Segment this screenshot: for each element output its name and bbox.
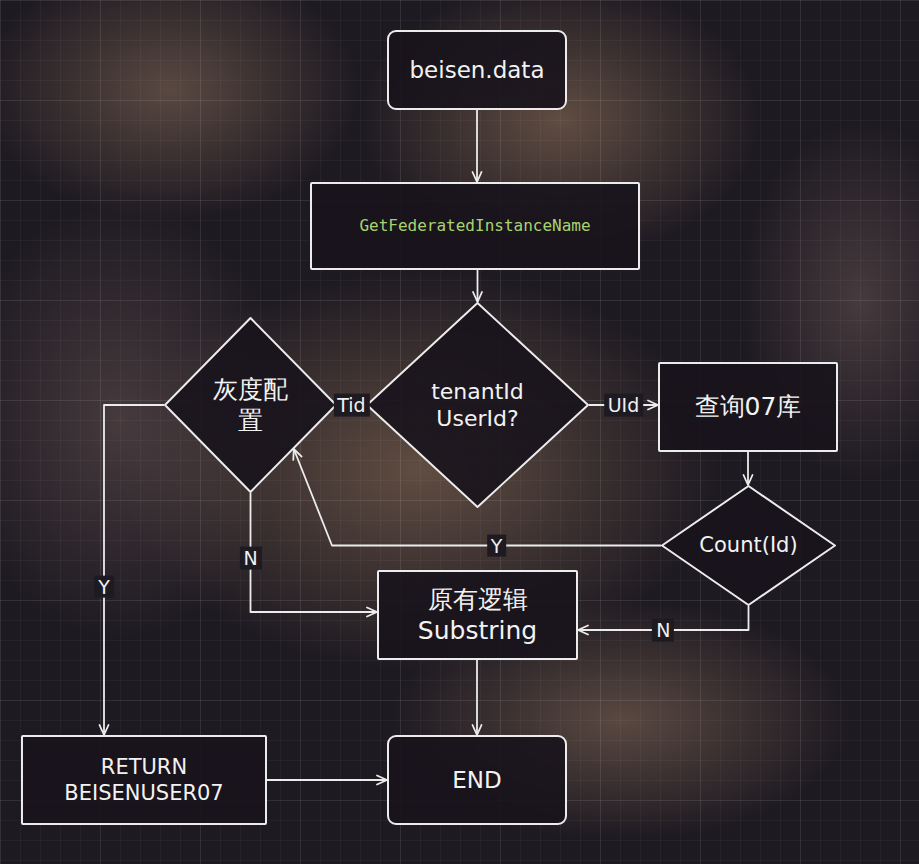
start-box: beisen.data	[387, 30, 567, 110]
diamond-outline	[662, 486, 835, 605]
decision-diamond: tenantId UserId?	[366, 302, 589, 508]
node-text: END	[452, 766, 501, 795]
diamond-outline	[164, 317, 337, 493]
edge-label: N	[652, 619, 674, 642]
edge-label: Y	[94, 575, 114, 598]
process-box: 查询07库	[658, 362, 838, 452]
node-text: 原有逻辑 Substring	[395, 584, 560, 647]
node-text: RETURN BEISENUSER07	[39, 754, 249, 807]
return-box: RETURN BEISENUSER07	[21, 735, 267, 825]
edge-label: Tid	[333, 394, 369, 417]
connector-arrow	[476, 660, 478, 735]
node-text: tenantId UserId?	[413, 378, 543, 433]
edge-label: UId	[604, 394, 644, 417]
diamond-outline	[165, 318, 336, 492]
connector-arrow	[104, 405, 164, 735]
node-text: beisen.data	[410, 56, 545, 85]
connector-arrow	[477, 270, 479, 302]
connector-arrow	[267, 779, 387, 781]
end-box: END	[387, 735, 567, 825]
process-box: 原有逻辑 Substring	[377, 570, 578, 660]
connector-arrow	[476, 110, 478, 182]
diamond-outline	[366, 302, 589, 508]
node-text: 查询07库	[695, 391, 802, 422]
node-text: GetFederatedInstanceName	[359, 216, 590, 236]
connector-arrow	[747, 452, 749, 485]
node-text: 灰度配置	[211, 374, 291, 437]
decision-diamond: 灰度配置	[164, 317, 337, 493]
diamond-outline	[367, 303, 588, 507]
node-text: Count(Id)	[699, 532, 797, 558]
decision-diamond: Count(Id)	[661, 485, 836, 606]
connector-arrow	[251, 493, 378, 612]
edge-label: N	[239, 547, 261, 570]
function-box: GetFederatedInstanceName	[310, 182, 640, 270]
edge-label: Y	[487, 534, 507, 557]
